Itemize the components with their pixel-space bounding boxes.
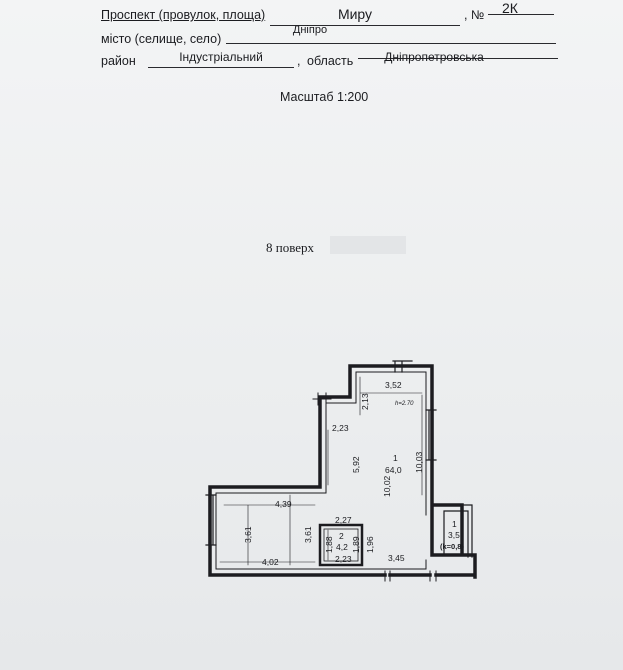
balcony-area: 3,5 [448,530,460,540]
door-marks [384,570,437,582]
city-underline [226,43,556,44]
dim-2-13: 2,13 [360,393,370,410]
inner-wall-lines [215,371,427,570]
street-underline [270,25,460,26]
scale-label: Масштаб 1:200 [280,90,369,104]
dim-4-39: 4,39 [275,499,292,509]
region-separator: , [297,54,301,68]
dim-10-02: 10,02 [382,475,392,497]
dimension-lines [219,376,423,566]
dim-2-27: 2,27 [335,515,352,525]
balcony-coefficient: (k=0,8) [440,542,464,551]
number-label: , № [464,8,485,22]
dim-3-61-right: 3,61 [303,526,313,543]
window-top [392,360,413,373]
street-value: Миру [337,6,373,22]
number-value: 2К [502,0,518,16]
dim-1-88: 1,88 [324,536,334,553]
dim-10-03: 10,03 [414,451,424,473]
dim-3-52: 3,52 [385,380,402,390]
region-value: Дніпропетровська [384,50,484,64]
dim-height: h=2.70 [395,401,414,407]
dim-1-89: 1,89 [351,536,361,553]
room-2-area: 4,2 [336,542,348,552]
window-right [425,409,437,461]
district-underline [148,67,294,68]
window-left [205,494,217,546]
floor-label: 8 поверх [266,240,315,255]
dim-2-23-top: 2,23 [332,423,349,433]
district-label: район [101,54,136,68]
district-value: Індустріальний [179,50,263,64]
floor-plan: 3,52 h=2.70 2,13 2,23 5,92 10,03 10,02 4… [205,360,477,582]
dim-3-61-left: 3,61 [243,526,253,543]
bathroom-inner [323,528,359,562]
room-1-number: 1 [393,453,398,463]
room-2-number: 2 [339,531,344,541]
balcony-number: 1 [452,519,457,529]
dim-2-23-bottom: 2,23 [335,554,352,564]
number-underline [488,14,554,15]
balcony-outline [437,504,473,558]
room-1-area: 64,0 [385,465,402,475]
city-value: Дніпро [292,24,328,36]
street-label: Проспект (провулок, площа) [101,8,266,22]
dim-1-96: 1,96 [365,536,375,553]
dim-4-02: 4,02 [262,557,279,567]
region-label: область [307,54,354,68]
dim-3-45: 3,45 [388,553,405,563]
dim-5-92: 5,92 [351,456,361,473]
redacted-area [330,236,406,254]
city-label: місто (селище, село) [101,32,222,46]
stair-stub [312,392,332,406]
region-underline [358,58,558,59]
